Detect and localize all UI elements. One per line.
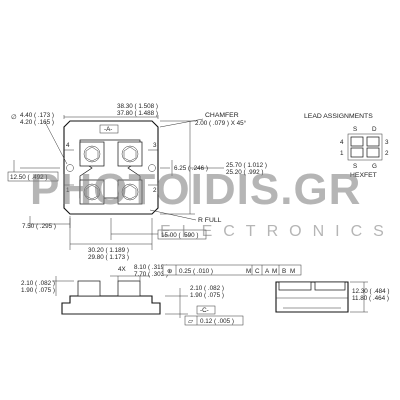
tolerance-ref-b-modifier: M <box>290 268 295 275</box>
tolerance-ref-a-modifier: M <box>272 268 277 275</box>
device-type-label: HEXFET <box>350 172 377 179</box>
pin-count-label: 4X <box>118 266 127 273</box>
lead-top-right-label: D <box>372 126 377 133</box>
diameter-max-label: 4.40 ( .173 ) <box>20 112 54 119</box>
side-view-outline <box>61 295 161 315</box>
watermark-logo-text: PHOTOIDIS.GR <box>30 165 361 214</box>
end-view-terminal-right <box>314 281 346 291</box>
stud-height-max-label: 2.10 ( .082 ) <box>21 280 55 287</box>
lead-diagram-body <box>347 133 383 161</box>
pitch-max-label: 30.20 ( 1.189 ) <box>88 247 129 254</box>
lead-side-number-2: 2 <box>385 150 389 157</box>
width-min-label: 37.80 ( 1.488 ) <box>117 110 158 117</box>
terminal-bottom-left <box>79 179 105 205</box>
side-view-terminal-left <box>77 280 101 297</box>
lead-side-number-4: 4 <box>340 139 344 146</box>
terminal-top-left <box>79 141 105 167</box>
chamfer-label: CHAMFER <box>205 112 239 119</box>
lead-side-number-1: 1 <box>340 150 344 157</box>
lead-assignments-title: LEAD ASSIGNMENTS <box>304 113 373 120</box>
center-offset-label: 15.00 ( .590 ) <box>161 232 198 239</box>
watermark-subtitle: ELECTRONICS <box>160 223 395 240</box>
tolerance-ref-b: B <box>282 268 286 275</box>
pin-number-4: 4 <box>66 142 70 149</box>
pin-number-1: 1 <box>66 187 70 194</box>
lead-assignments: LEAD ASSIGNMENTS S D 4 3 1 2 S G HEXFET <box>304 113 389 179</box>
flatness-symbol-icon: ▱ <box>188 318 193 325</box>
datum-a-label: -A- <box>104 126 112 133</box>
lead-top-left-label: S <box>353 126 357 133</box>
pad-offset-label: 6.25 ( .246 ) <box>174 165 208 172</box>
diameter-symbol: ∅ <box>11 114 17 121</box>
lead-side-number-3: 3 <box>385 139 389 146</box>
pin-number-2: 2 <box>153 187 157 194</box>
tolerance-ref-c: C <box>255 268 260 275</box>
mounting-hole-right <box>148 164 156 172</box>
position-symbol-icon: ⊕ <box>167 268 172 275</box>
side-view-terminal-right <box>117 280 141 297</box>
end-height-max-label: 12.30 ( .484 ) <box>352 288 389 295</box>
side-view: 2.10 ( .082 ) 1.90 ( .075 ) 4X 8.10 ( .3… <box>21 264 302 326</box>
end-view-terminal-left <box>278 281 312 291</box>
tolerance-modifier: M <box>246 268 251 275</box>
lead-bottom-right-label: G <box>372 163 377 170</box>
watermark: PHOTOIDIS.GR ELECTRONICS <box>30 165 395 240</box>
tolerance-ref-a: A <box>265 268 270 275</box>
position-tolerance-frame: ⊕ 0.25 ( .010 ) M C A M B M <box>162 264 302 276</box>
base-height-max-label: 2.10 ( .082 ) <box>190 285 224 292</box>
flatness-value: 0.12 ( .005 ) <box>200 318 234 325</box>
end-height-min-label: 11.80 ( .464 ) <box>352 295 389 302</box>
top-view: 3 4 1 2 38.30 ( 1.508 ) 37.80 ( 1.488 ) … <box>7 103 267 261</box>
pitch-min-label: 29.80 ( 1.173 ) <box>88 254 129 261</box>
radius-full-label: R FULL <box>198 217 222 224</box>
pin-width-max-label: 8.10 ( .319 ) <box>134 264 168 271</box>
pin-number-3: 3 <box>153 142 157 149</box>
width-max-label: 38.30 ( 1.508 ) <box>117 103 158 110</box>
terminal-bottom-right <box>117 179 143 205</box>
stud-height-min-label: 1.90 ( .075 ) <box>21 287 55 294</box>
left-offset-label: 12.50 ( .492 ) <box>10 174 47 181</box>
package-body-outline <box>63 120 159 215</box>
terminal-top-right <box>117 141 143 167</box>
hole-offset-label: 7.50 ( .295 ) <box>22 223 56 230</box>
height-min-label: 25.20 ( .992 ) <box>226 169 263 176</box>
lead-bottom-left-label: S <box>353 163 357 170</box>
diameter-min-label: 4.20 ( .165 ) <box>20 119 54 126</box>
end-view: 12.30 ( .484 ) 11.80 ( .464 ) <box>275 281 389 313</box>
datum-c-label: -C- <box>200 307 209 314</box>
pin-width-min-label: 7.70 ( .303 ) <box>134 271 168 278</box>
position-tolerance-value: 0.25 ( .010 ) <box>179 268 213 275</box>
mounting-hole-left <box>66 164 74 172</box>
chamfer-value: 2.00 ( .079 ) X 45° <box>195 119 247 127</box>
base-height-min-label: 1.90 ( .075 ) <box>190 292 224 299</box>
flatness-frame: ▱ 0.12 ( .005 ) <box>184 315 244 326</box>
height-max-label: 25.70 ( 1.012 ) <box>226 162 267 169</box>
